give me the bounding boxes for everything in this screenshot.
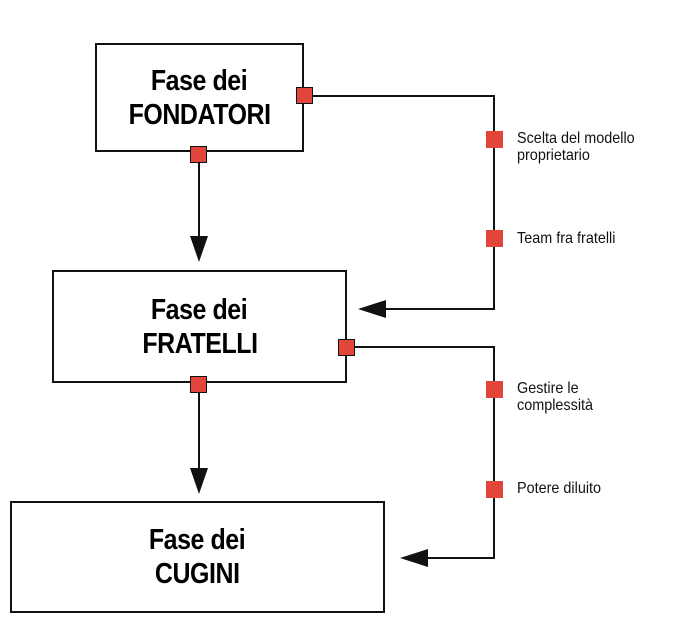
port-marker-fratelli-bottom: [190, 376, 207, 393]
stage-label-line2: CUGINI: [155, 558, 240, 590]
factor-marker: [486, 381, 503, 398]
stage-label-line2: FRATELLI: [141, 327, 258, 360]
stage-label-line1: Fase dei: [149, 524, 246, 556]
side-path-fratelli-cugini: [355, 346, 495, 559]
factor-marker: [486, 230, 503, 247]
stage-label-line1: Fase dei: [151, 293, 248, 326]
factor-marker: [486, 481, 503, 498]
port-marker-fondatori-bottom: [190, 146, 207, 163]
arrowhead-side-cugini: [400, 549, 428, 567]
arrowhead-side-fratelli: [358, 300, 386, 318]
port-marker-fratelli-right: [338, 339, 355, 356]
stage-label-line1: Fase dei: [151, 64, 248, 97]
side-path-fondatori-fratelli: [313, 95, 495, 310]
factor-label-line1: Gestire le: [517, 380, 579, 397]
factor-label-line1: Team fra fratelli: [517, 230, 616, 247]
factor-label: Potere diluito: [517, 480, 601, 497]
arrowhead-fratelli-to-cugini: [190, 468, 208, 494]
factor-label-line2: complessità: [517, 397, 594, 414]
arrowhead-fondatori-to-fratelli: [190, 236, 208, 262]
stage-box-fratelli: Fase dei FRATELLI: [52, 270, 347, 383]
factor-label-line1: Potere diluito: [517, 480, 602, 497]
stage-box-cugini: Fase dei CUGINI: [10, 501, 385, 613]
stage-label-line2: FONDATORI: [128, 98, 271, 131]
port-marker-fondatori-right: [296, 87, 313, 104]
factor-label-line2: proprietario: [517, 147, 590, 164]
factor-marker: [486, 131, 503, 148]
factor-label-line1: Scelta del modello: [517, 130, 635, 147]
factor-label: Team fra fratelli: [517, 230, 615, 247]
stage-box-fondatori: Fase dei FONDATORI: [95, 43, 304, 152]
factor-label: Gestire le complessità: [517, 380, 593, 414]
factor-label: Scelta del modello proprietario: [517, 130, 635, 164]
